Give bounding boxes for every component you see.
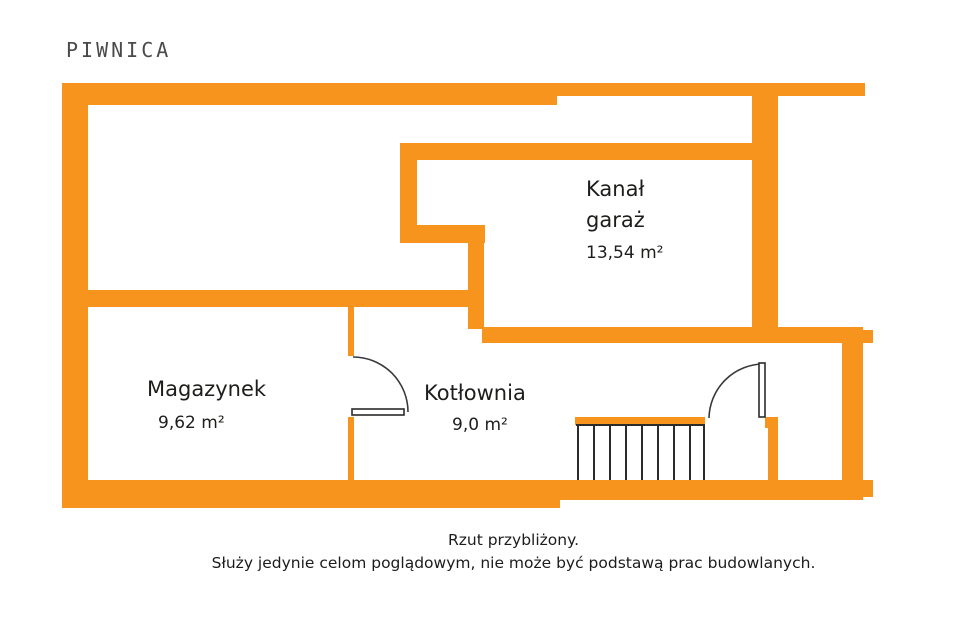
wall-bottom-stub xyxy=(863,480,873,497)
room-name: Kotłownia xyxy=(424,381,526,405)
room-name: Magazynek xyxy=(147,377,267,401)
wall-left xyxy=(62,83,88,480)
room-label-kotlownia: Kotłownia 9,0 m² xyxy=(424,378,526,435)
wall-garage-right xyxy=(752,95,778,330)
wall-bottom-right xyxy=(557,480,863,500)
room-label-kanal-garaz: Kanał garaż 13,54 m² xyxy=(586,174,663,263)
wall-stair-strip xyxy=(575,417,705,425)
wall-garage-top xyxy=(400,143,752,160)
room-area: 9,0 m² xyxy=(452,415,508,435)
disclaimer-line2: Służy jedynie celom poglądowym, nie może… xyxy=(211,553,816,572)
room-name: garaż xyxy=(586,208,645,232)
door-swing-arc xyxy=(352,356,409,413)
page-title: PIWNICA xyxy=(66,38,172,62)
wall-mid-band xyxy=(482,327,863,343)
wall-mid-band-stub xyxy=(863,330,873,343)
room-label-magazynek: Magazynek 9,62 m² xyxy=(147,374,266,433)
wall-divider-lower xyxy=(348,417,354,480)
wall-magazynek-top xyxy=(62,290,468,307)
room-area: 9,62 m² xyxy=(158,413,225,433)
wall-bottom-left xyxy=(62,480,560,508)
staircase xyxy=(576,424,705,480)
wall-door-hinge-block xyxy=(765,417,778,428)
disclaimer-line1: Rzut przybliżony. xyxy=(447,531,580,549)
room-area: 13,54 m² xyxy=(586,243,664,263)
wall-top-right xyxy=(555,83,865,96)
room-name: Kanał xyxy=(586,177,645,201)
disclaimer: Rzut przybliżony. Służy jedynie celom po… xyxy=(0,529,979,574)
door-swing-arc xyxy=(708,363,765,419)
wall-garage-zigzag-b xyxy=(400,225,485,243)
walls xyxy=(62,83,873,508)
door-leaf xyxy=(351,408,405,416)
doors xyxy=(351,356,766,419)
wall-right xyxy=(842,330,863,482)
wall-top-left xyxy=(62,83,557,105)
wall-garage-zigzag-a xyxy=(400,143,417,243)
wall-divider-upper xyxy=(348,307,354,356)
wall-garage-zigzag-c xyxy=(468,225,484,329)
door-leaf xyxy=(758,362,766,418)
wall-below-hinge xyxy=(768,427,778,480)
